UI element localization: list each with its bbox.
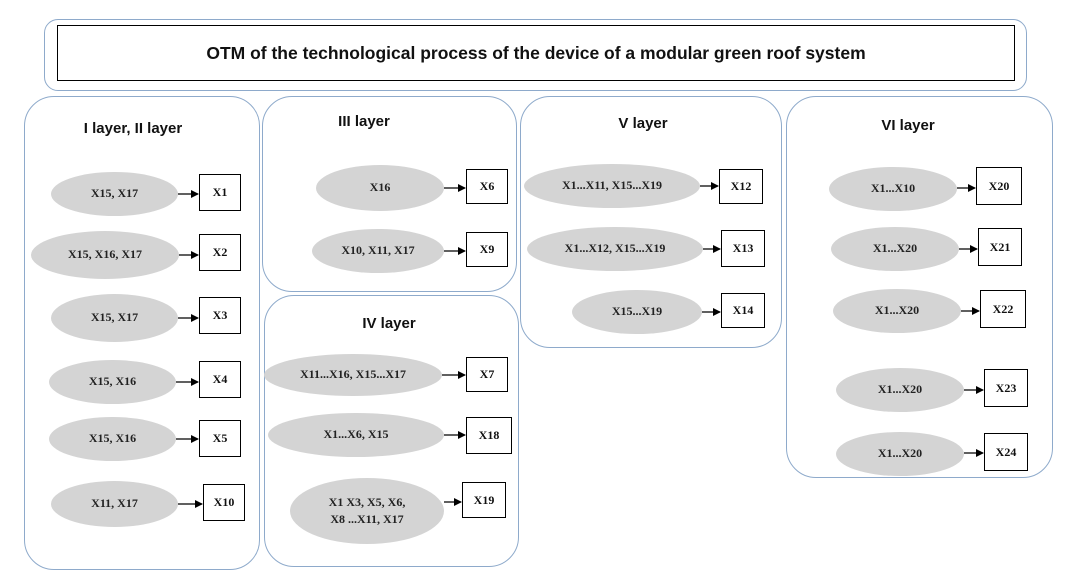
input-ellipse: X16 (316, 165, 444, 211)
ellipse-label: X1...X20 (877, 446, 923, 461)
input-ellipse: X1...X20 (833, 289, 961, 333)
input-ellipse: X1...X10 (829, 167, 957, 211)
ellipse-label: X15, X17 (90, 310, 139, 325)
output-box: X18 (466, 417, 512, 454)
output-box: X24 (984, 433, 1028, 471)
ellipse-label-group: X1 X3, X5, X6, X8 ...X11, X17 (329, 494, 406, 529)
layer-title: VI layer (881, 117, 935, 134)
output-box: X12 (719, 169, 763, 204)
output-box: X4 (199, 361, 241, 398)
ellipse-label: X1...X10 (870, 181, 916, 196)
output-box: X10 (203, 484, 245, 521)
ellipse-label: X16 (369, 180, 391, 195)
input-ellipse: X1 X3, X5, X6, X8 ...X11, X17 (290, 478, 444, 544)
output-box: X20 (976, 167, 1022, 205)
output-box: X7 (466, 357, 508, 392)
title-frame (44, 19, 1027, 91)
ellipse-label: X15, X16 (88, 431, 137, 446)
input-ellipse: X15, X16 (49, 360, 176, 404)
input-ellipse: X1...X20 (831, 227, 959, 271)
output-box: X9 (466, 232, 508, 267)
input-ellipse: X1...X6, X15 (268, 413, 444, 457)
ellipse-label: X11, X17 (91, 496, 138, 511)
ellipse-label: X1...X6, X15 (323, 427, 389, 442)
ellipse-label-line: X8 ...X11, X17 (330, 512, 404, 526)
output-box: X22 (980, 290, 1026, 328)
ellipse-label: X1...X12, X15...X19 (564, 241, 666, 256)
input-ellipse: X15...X19 (572, 290, 702, 334)
input-ellipse: X11, X17 (51, 481, 178, 527)
ellipse-label: X15, X16 (88, 374, 137, 389)
ellipse-label: X10, X11, X17 (341, 243, 415, 258)
ellipse-label: X15, X16, X17 (68, 247, 142, 262)
output-box: X23 (984, 369, 1028, 407)
input-ellipse: X15, X17 (51, 294, 178, 342)
input-ellipse: X1...X20 (836, 368, 964, 412)
output-box: X3 (199, 297, 241, 334)
output-box: X13 (721, 230, 765, 267)
panel-layer-6 (786, 96, 1053, 478)
ellipse-label: X15, X17 (90, 186, 139, 201)
layer-title: III layer (338, 113, 390, 130)
output-box: X21 (978, 228, 1022, 266)
layer-title: IV layer (362, 315, 416, 332)
input-ellipse: X15, X17 (51, 172, 178, 216)
ellipse-label: X1...X20 (872, 241, 918, 256)
output-box: X1 (199, 174, 241, 211)
ellipse-label: X1...X20 (874, 303, 920, 318)
output-box: X14 (721, 293, 765, 328)
layer-title: I layer, II layer (83, 120, 183, 137)
ellipse-label: X15...X19 (611, 304, 663, 319)
output-box: X2 (199, 234, 241, 271)
input-ellipse: X1...X11, X15...X19 (524, 164, 700, 208)
ellipse-label-line: X1 X3, X5, X6, (328, 494, 406, 509)
ellipse-label: X11...X16, X15...X17 (299, 367, 406, 382)
output-box: X5 (199, 420, 241, 457)
input-ellipse: X11...X16, X15...X17 (264, 354, 442, 396)
diagram-title: OTM of the technological process of the … (57, 25, 1015, 81)
ellipse-label: X1...X20 (877, 382, 923, 397)
output-box: X6 (466, 169, 508, 204)
input-ellipse: X10, X11, X17 (312, 229, 444, 273)
input-ellipse: X15, X16 (49, 417, 176, 461)
input-ellipse: X15, X16, X17 (31, 231, 179, 279)
layer-title: V layer (618, 115, 668, 132)
input-ellipse: X1...X20 (836, 432, 964, 476)
input-ellipse: X1...X12, X15...X19 (527, 227, 703, 271)
output-box: X19 (462, 482, 506, 518)
ellipse-label: X1...X11, X15...X19 (561, 178, 662, 193)
